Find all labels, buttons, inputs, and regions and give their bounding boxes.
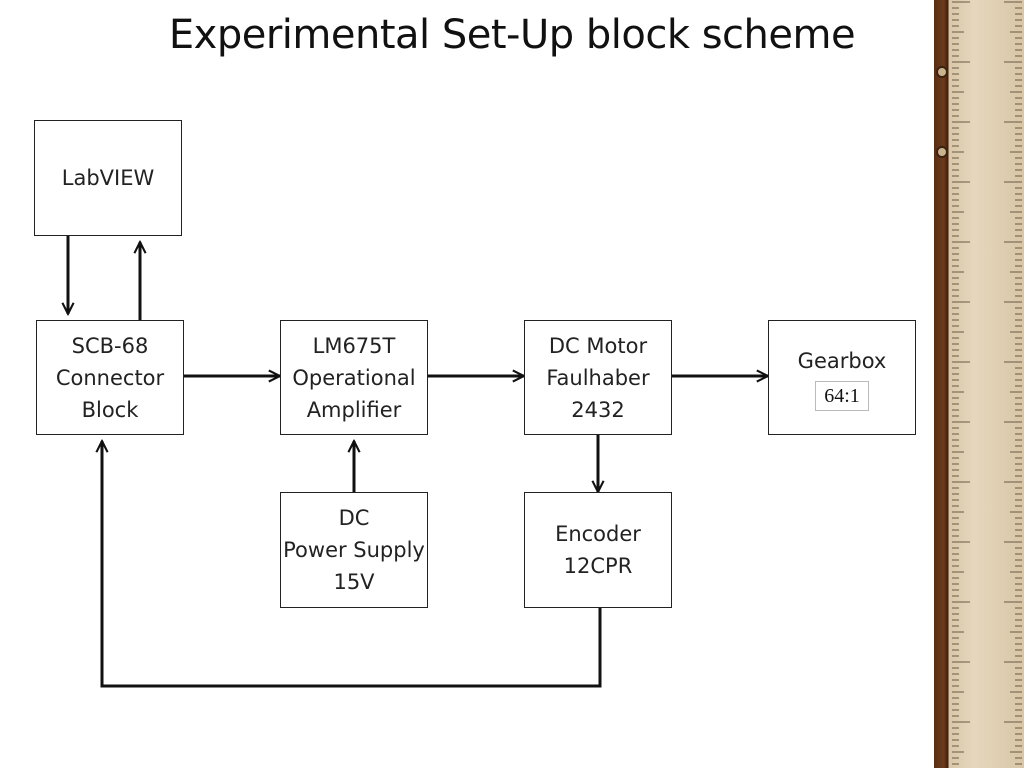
- block-label: Gearbox: [797, 348, 887, 373]
- block-label: 2432: [571, 397, 625, 422]
- block-label: 12CPR: [563, 554, 633, 578]
- block-label: Block: [81, 397, 139, 422]
- block-label: Operational: [292, 365, 416, 390]
- scb68-connector-block: SCB-68 Connector Block: [36, 320, 184, 435]
- gearbox-ratio-label: 64:1: [815, 380, 869, 411]
- block-label: Faulhaber: [546, 365, 650, 390]
- encoder-block: Encoder 12CPR: [524, 492, 672, 608]
- block-label: Encoder: [555, 522, 641, 546]
- dc-motor-block: DC Motor Faulhaber 2432: [524, 320, 672, 435]
- lm675t-amplifier-block: LM675T Operational Amplifier: [280, 320, 428, 435]
- ruler-ticks: [936, 1, 1022, 765]
- arrow-encoder-feedback: [102, 441, 602, 688]
- block-label: DC: [338, 506, 370, 530]
- block-label: Power Supply: [283, 538, 425, 562]
- labview-block: LabVIEW: [34, 120, 182, 236]
- block-label: Amplifier: [306, 397, 402, 422]
- block-label: Connector: [55, 365, 165, 390]
- ruler-screw-icon: [936, 66, 948, 78]
- block-label: LM675T: [312, 333, 396, 358]
- gearbox-block: Gearbox 64:1: [768, 320, 916, 435]
- page-title: Experimental Set-Up block scheme: [168, 12, 856, 58]
- block-label: 15V: [333, 570, 375, 594]
- power-supply-block: DC Power Supply 15V: [280, 492, 428, 608]
- ruler-decoration: [934, 0, 1024, 768]
- ruler-screw-icon: [936, 146, 948, 158]
- block-label: DC Motor: [548, 333, 648, 358]
- labview-label: LabVIEW: [61, 166, 155, 190]
- block-label: SCB-68: [71, 333, 149, 358]
